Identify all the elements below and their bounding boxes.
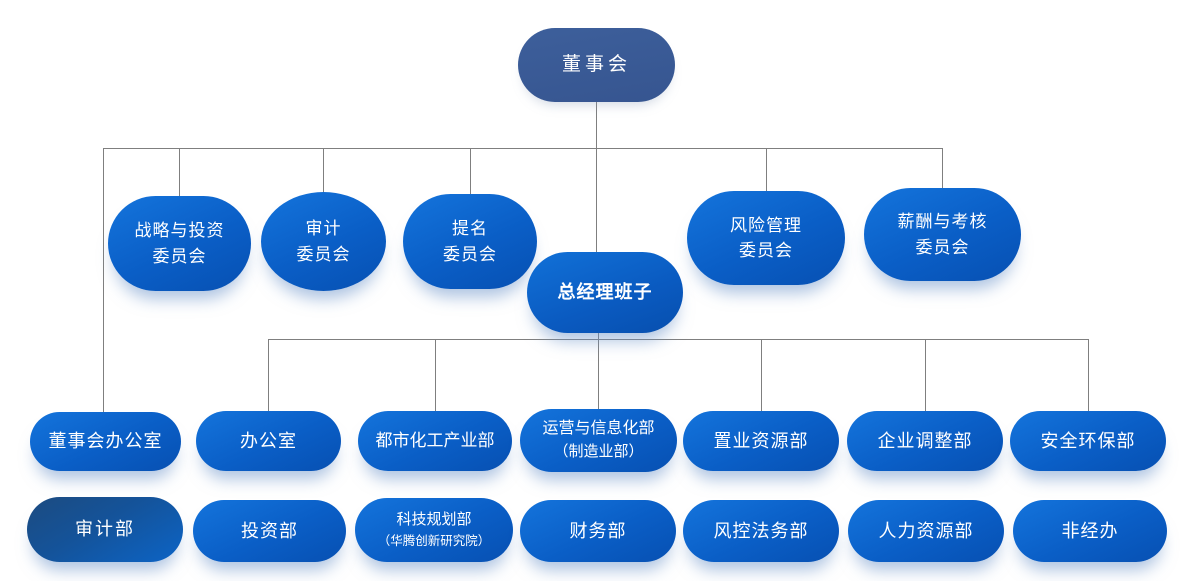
org-node-investment-dept: 投资部 [193,500,346,562]
org-node-label: 投资部 [241,520,298,541]
org-node-label: 审计 [305,219,342,238]
org-node-label: 审计部 [75,519,135,539]
org-node-enterprise-adjustment-dept: 企业调整部 [847,411,1003,471]
org-node-label: 人力资源部 [878,520,974,541]
org-node-label: 委员会 [443,244,497,264]
org-node-label: 董事会办公室 [48,431,163,451]
connector-line [323,149,324,193]
org-node-operations-informatization-dept: 运营与信息化部 （制造业部） [520,409,677,472]
org-node-label: 企业调整部 [877,430,973,451]
org-node-compensation-assessment-committee: 薪酬与考核委员会 [864,188,1021,281]
org-node-label: 风险管理 [730,215,802,235]
org-node-label: 委员会 [296,244,351,264]
connector-line [598,333,599,339]
connector-line [925,340,926,411]
connector-line [1088,340,1089,411]
connector-line [598,340,599,409]
connector-line [761,340,762,411]
org-node-label: 财务部 [569,520,627,541]
org-node-label: 董事会 [561,53,631,75]
connector-line [268,340,269,411]
org-node-board: 董事会 [518,28,675,102]
org-node-label: 办公室 [240,430,297,451]
connector-line [766,149,767,191]
org-node-realty-resources-dept: 置业资源部 [683,411,839,471]
connector-line [268,339,1089,340]
org-node-label: 委员会 [152,246,207,266]
org-node-non-operating-office: 非经办 [1013,500,1167,562]
org-node-nomination-committee: 提名委员会 [403,194,537,289]
connector-line [435,340,436,411]
connector-line [942,149,943,188]
org-node-label: 置业资源部 [713,430,809,451]
connector-line [179,149,180,196]
org-node-board-office: 董事会办公室 [30,412,181,471]
org-node-label: 风控法务部 [713,520,809,541]
org-node-risk-management-committee: 风险管理委员会 [687,191,845,285]
org-node-urban-chemical-industry-dept: 都市化工产业部 [358,411,512,471]
org-node-label: 委员会 [915,237,970,257]
org-node-label: 总经理班子 [557,282,653,302]
org-node-label: （制造业部） [553,444,644,461]
org-node-label: 科技规划部 [396,512,472,529]
connector-line [103,148,943,149]
org-node-label: 非经办 [1061,520,1119,541]
org-node-label: 提名 [452,219,488,238]
org-node-finance-dept: 财务部 [520,500,676,562]
org-node-label: 战略与投资 [134,221,225,240]
org-node-safety-environmental-dept: 安全环保部 [1010,411,1166,471]
org-node-label: 委员会 [739,241,793,260]
org-node-audit-committee: 审计委员会 [261,192,386,291]
org-node-label: 安全环保部 [1040,430,1136,451]
org-node-gm-team: 总经理班子 [527,252,683,333]
org-node-tech-planning-dept: 科技规划部 （华腾创新研究院） [355,498,513,562]
org-node-audit-dept: 审计部 [27,497,183,562]
org-node-label: 都市化工产业部 [375,431,495,451]
org-node-office: 办公室 [196,411,341,471]
org-node-hr-dept: 人力资源部 [848,500,1004,562]
connector-line [470,149,471,194]
org-node-risk-control-legal-dept: 风控法务部 [683,500,839,562]
org-node-label: 运营与信息化部 [542,420,655,438]
connector-line [596,102,597,252]
org-node-label: 薪酬与考核 [897,212,988,231]
org-node-label: （华腾创新研究院） [377,533,491,548]
org-node-strategy-investment-committee: 战略与投资委员会 [108,196,251,291]
connector-line [103,149,104,412]
